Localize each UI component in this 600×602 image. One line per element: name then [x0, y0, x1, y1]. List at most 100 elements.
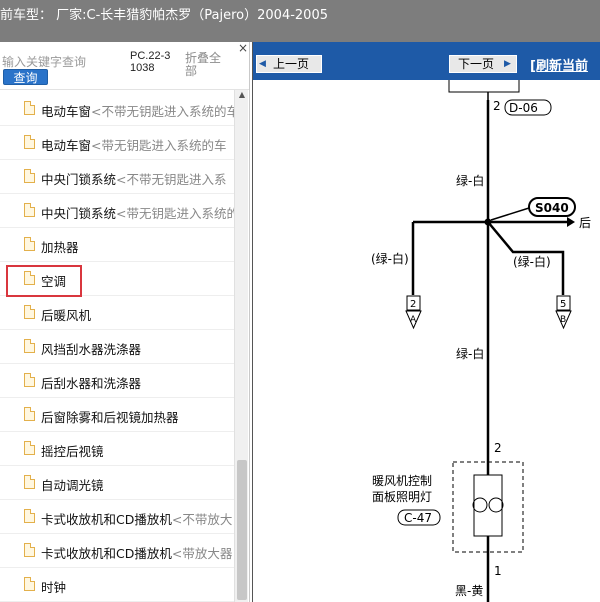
- tree-item[interactable]: 空调: [0, 262, 234, 297]
- tree-item-title: 时钟: [41, 580, 67, 595]
- tree-item[interactable]: 摇控后视镜: [0, 432, 234, 466]
- branch-right-color: (绿-白): [513, 254, 551, 269]
- tree-item-qualifier: <带放大器: [171, 546, 233, 561]
- right-panel: ◀ 上一页 下一页 ▶ [刷新当前 2 D-06 绿-白 S040: [252, 42, 600, 602]
- tree-item-title: 摇控后视镜: [41, 444, 104, 459]
- wiring-diagram-svg: 2 D-06 绿-白 S040 后 (绿-白) 2 A (绿-白) 5: [371, 80, 591, 602]
- component-label-2: 面板照明灯: [372, 490, 432, 504]
- close-icon[interactable]: ×: [237, 42, 249, 55]
- pin-mid: 2: [494, 441, 502, 455]
- document-icon: [24, 373, 35, 387]
- document-icon: [24, 407, 35, 421]
- tree-item-label: 空调: [41, 271, 66, 290]
- tree-item-label: 卡式收放机和CD播放机<不带放大: [41, 509, 232, 528]
- tree-item[interactable]: 卡式收放机和CD播放机<带放大器: [0, 534, 234, 568]
- tree-item-title: 风挡刮水器洗涤器: [41, 342, 142, 357]
- document-icon: [24, 543, 35, 557]
- splice-label-frame: [528, 197, 576, 217]
- refresh-current-link[interactable]: [刷新当前: [530, 59, 588, 74]
- branch-left-color: (绿-白): [371, 251, 409, 266]
- scrollbar-thumb[interactable]: [237, 460, 247, 600]
- tree-item-qualifier: <不带无钥匙进入系统的车: [91, 104, 234, 119]
- tree-item[interactable]: 后暖风机: [0, 296, 234, 330]
- wire-color-2: 绿-白: [456, 346, 484, 361]
- next-page-label: 下一页: [458, 57, 495, 71]
- tree-item-title: 中央门锁系统: [41, 206, 117, 221]
- lamp-2-icon: [488, 497, 504, 513]
- tree-item-qualifier: <带无钥匙进入系统的车: [91, 138, 227, 153]
- tree-item[interactable]: 风挡刮水器洗涤器: [0, 330, 234, 364]
- tree-item[interactable]: 时钟: [0, 568, 234, 602]
- document-icon: [24, 577, 35, 591]
- tree-item[interactable]: 卡式收放机和CD播放机<不带放大: [0, 500, 234, 534]
- tree-item-title: 后窗除雾和后视镜加热器: [41, 410, 179, 425]
- pin-bottom-top: 1: [494, 564, 502, 578]
- tree-item-title: 后刮水器和洗涤器: [41, 376, 142, 391]
- tree-item[interactable]: 电动车窗<不带无钥匙进入系统的车: [0, 92, 234, 126]
- tree-item[interactable]: 中央门锁系统<带无钥匙进入系统的: [0, 194, 234, 228]
- tree-item-title: 加热器: [41, 240, 79, 255]
- tree-item[interactable]: 后刮水器和洗涤器: [0, 364, 234, 398]
- splice-label: S040: [535, 201, 569, 215]
- tree-item-label: 摇控后视镜: [41, 441, 104, 460]
- ref-right: B: [560, 315, 566, 325]
- scroll-up-icon[interactable]: ▲: [238, 90, 246, 99]
- tree-item-label: 电动车窗<带无钥匙进入系统的车: [41, 135, 227, 154]
- left-panel: 查询 PC.22-31038 折叠全部 × 电动车窗<不带无钥匙进入系统的车电动…: [0, 42, 250, 602]
- tree-item-title: 卡式收放机和CD播放机: [41, 512, 172, 527]
- page-nav-bar: ◀ 上一页 下一页 ▶ [刷新当前: [253, 42, 600, 80]
- component-connector: C-47: [404, 511, 432, 525]
- tree-item-label: 中央门锁系统<带无钥匙进入系统的: [41, 203, 234, 222]
- lamp-1-icon: [472, 497, 488, 513]
- document-icon: [24, 305, 35, 319]
- left-arrow-icon: ◀: [259, 59, 266, 69]
- ref-left: A: [410, 315, 417, 325]
- tree-item-qualifier: <不带无钥匙进入系: [116, 172, 227, 187]
- tree-item-label: 风挡刮水器洗涤器: [41, 339, 141, 358]
- pin-right: 5: [560, 299, 566, 310]
- collapse-all-link[interactable]: 折叠全部: [185, 51, 222, 78]
- title-bar: 前车型： 厂家:C-长丰猎豹帕杰罗（Pajero）2004-2005: [0, 0, 600, 42]
- prev-page-label: 上一页: [273, 57, 310, 71]
- document-icon: [24, 135, 35, 149]
- tree-item[interactable]: 电动车窗<带无钥匙进入系统的车: [0, 126, 234, 160]
- pin-right-box: [556, 295, 571, 311]
- tree-item-label: 电动车窗<不带无钥匙进入系统的车: [41, 101, 234, 120]
- tree-item[interactable]: 自动调光镜: [0, 466, 234, 500]
- tree-item[interactable]: 后窗除雾和后视镜加热器: [0, 398, 234, 432]
- document-icon: [24, 475, 35, 489]
- next-page-button[interactable]: 下一页 ▶: [449, 55, 517, 73]
- tree-scrollbar[interactable]: ▲: [234, 90, 248, 602]
- splice-leader: [490, 207, 530, 221]
- search-bar: 查询 PC.22-31038 折叠全部 ×: [0, 42, 249, 90]
- tree-item-label: 后窗除雾和后视镜加热器: [41, 407, 179, 426]
- wire-color-1: 绿-白: [456, 173, 484, 188]
- tree-item[interactable]: 中央门锁系统<不带无钥匙进入系: [0, 160, 234, 194]
- prev-page-button[interactable]: ◀ 上一页: [256, 55, 322, 73]
- tree-item-title: 空调: [41, 274, 67, 289]
- tree-item-label: 中央门锁系统<不带无钥匙进入系: [41, 169, 227, 188]
- tree-item-label: 后暖风机: [41, 305, 91, 324]
- selection-highlight: [6, 265, 82, 297]
- search-input[interactable]: [2, 54, 126, 70]
- pin-top: 2: [493, 99, 501, 113]
- query-button[interactable]: 查询: [3, 69, 48, 85]
- expand-mark[interactable]: [228, 72, 238, 86]
- tree-item-title: 电动车窗: [41, 104, 92, 119]
- wire-color-bottom: 黑-黄: [455, 584, 483, 598]
- document-icon: [24, 271, 35, 285]
- tree-item-label: 加热器: [41, 237, 79, 256]
- tree-item-title: 后暖风机: [41, 308, 92, 323]
- tree-item[interactable]: 加热器: [0, 228, 234, 262]
- tree-item-label: 自动调光镜: [41, 475, 104, 494]
- right-branch-wire: [487, 221, 565, 295]
- document-icon: [24, 509, 35, 523]
- topic-tree: 电动车窗<不带无钥匙进入系统的车电动车窗<带无钥匙进入系统的车中央门锁系统<不带…: [0, 92, 234, 602]
- lamp-frame: [473, 474, 503, 537]
- document-icon: [24, 339, 35, 353]
- connector-top-label: D-06: [509, 101, 538, 115]
- tree-item-title: 卡式收放机和CD播放机: [41, 546, 172, 561]
- tree-item-label: 后刮水器和洗涤器: [41, 373, 141, 392]
- pc-code: PC.22-31038: [130, 50, 171, 74]
- component-label-1: 暖风机控制: [372, 474, 432, 488]
